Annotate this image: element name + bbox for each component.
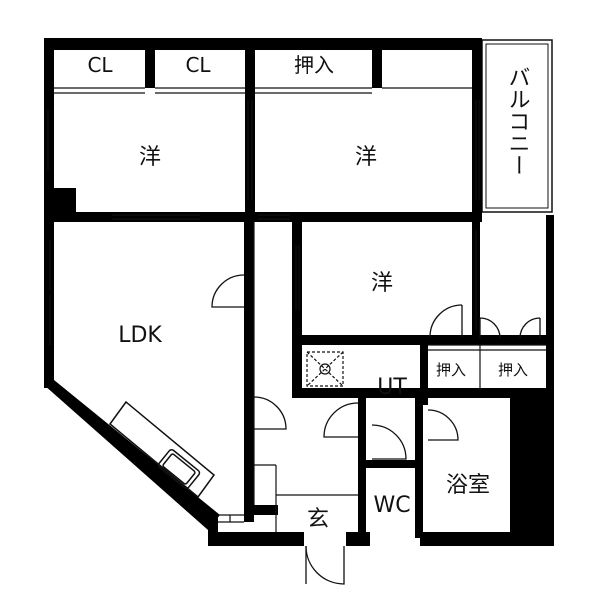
kitchen-counter [108,400,216,499]
doors [211,274,541,585]
ut-label: UT [377,375,407,400]
closet-a-label: 押入 [436,361,466,379]
cl-right-label: CL [185,53,211,77]
bath-label: 浴室 [446,473,490,498]
interior-walls [54,40,554,538]
room-middle-label: 洋 [371,271,393,296]
room-labels: CL CL 押入 洋 洋 洋 バルコニー LDK UT 押入 押入 浴室 WC … [87,53,529,532]
thin-lines [47,87,546,532]
closet-top-label: 押入 [294,53,334,77]
closet-b-label: 押入 [498,361,528,379]
ldk-label: LDK [118,323,162,348]
wc-label: WC [373,493,410,518]
entrance-label: 玄 [307,507,329,532]
laundry-pan [306,351,344,387]
balcony-label: バルコニー [505,66,530,176]
cl-left-label: CL [87,53,113,77]
room-center-label: 洋 [355,145,377,170]
room-west-label: 洋 [139,145,161,170]
diagonal-wall [44,380,220,530]
